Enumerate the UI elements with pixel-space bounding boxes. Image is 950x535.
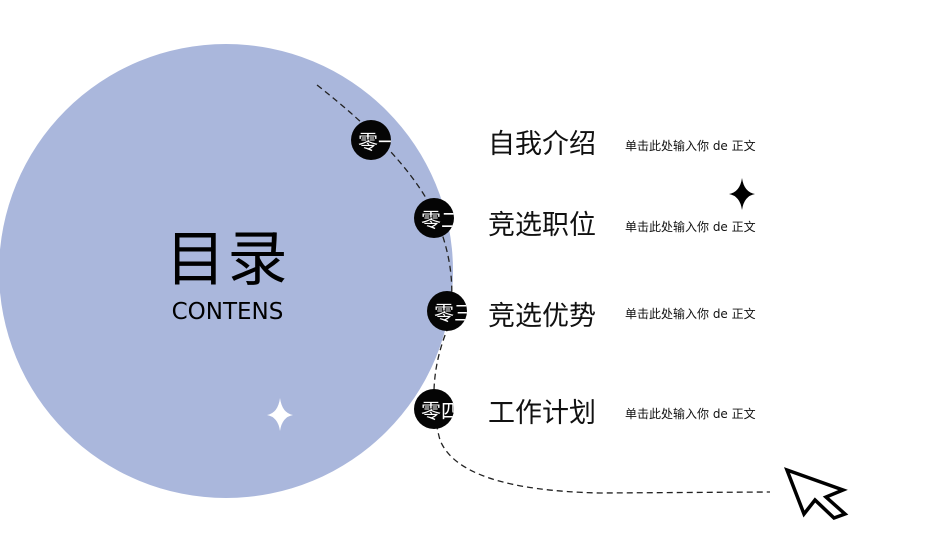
item-title: 自我介绍 xyxy=(488,129,596,160)
item-number-badge: 零一 xyxy=(351,120,391,160)
item-title: 工作计划 xyxy=(488,398,596,429)
item-description: 单击此处输入你 de 正文 xyxy=(625,139,756,153)
sparkle-icon xyxy=(267,398,293,431)
sparkle-icon xyxy=(729,178,755,210)
item-title: 竞选职位 xyxy=(488,210,596,241)
item-number-badge: 零二 xyxy=(414,198,454,238)
item-title: 竞选优势 xyxy=(488,301,596,332)
title-block: 目录 CONTENS xyxy=(120,225,335,327)
cursor-arrow-icon xyxy=(783,467,849,521)
item-number-badge: 零四 xyxy=(414,389,454,429)
page-subtitle: CONTENS xyxy=(171,299,284,325)
item-number-badge: 零三 xyxy=(427,291,467,331)
main-circle xyxy=(0,44,453,498)
item-description: 单击此处输入你 de 正文 xyxy=(625,407,756,421)
item-description: 单击此处输入你 de 正文 xyxy=(625,307,756,321)
item-description: 单击此处输入你 de 正文 xyxy=(625,220,756,234)
page-title: 目录 xyxy=(165,225,290,295)
